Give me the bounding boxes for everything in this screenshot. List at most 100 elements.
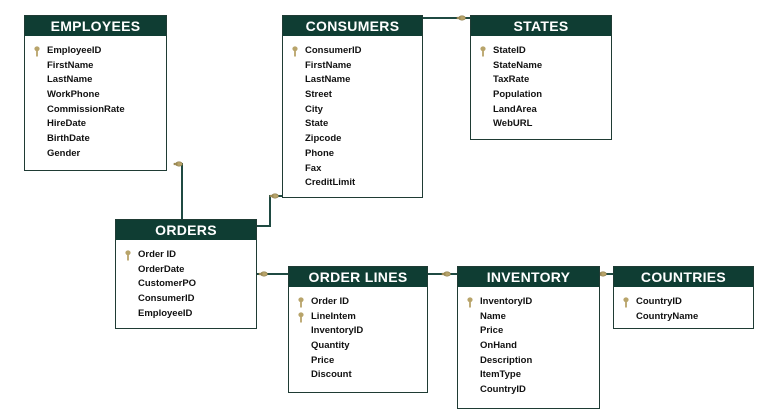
field[interactable]: HireDate	[25, 117, 166, 132]
field[interactable]: State	[283, 117, 422, 132]
field-name: LastName	[47, 74, 93, 86]
primary-key-field[interactable]: InventoryID	[458, 295, 599, 310]
table-title: CONSUMERS	[283, 16, 422, 36]
primary-key-icon	[467, 297, 473, 308]
field[interactable]: City	[283, 103, 422, 118]
field[interactable]: StateName	[471, 59, 611, 74]
field[interactable]: Phone	[283, 147, 422, 162]
field[interactable]: Description	[458, 354, 599, 369]
field[interactable]: InventoryID	[289, 324, 427, 339]
field[interactable]: Price	[458, 324, 599, 339]
field-name: LastName	[305, 74, 351, 86]
field-name: State	[305, 118, 329, 130]
field[interactable]: WebURL	[471, 117, 611, 132]
field-name: CreditLimit	[305, 177, 356, 189]
field-name: StateName	[493, 59, 543, 71]
field[interactable]: OnHand	[458, 339, 599, 354]
primary-key-field[interactable]: StateID	[471, 44, 611, 59]
field-name: EmployeeID	[138, 307, 193, 319]
field[interactable]: Fax	[283, 162, 422, 177]
field-name: HireDate	[47, 118, 87, 130]
field[interactable]: FirstName	[283, 59, 422, 74]
field[interactable]: CountryID	[458, 383, 599, 398]
field-name: LineIntem	[311, 310, 356, 322]
primary-key-field[interactable]: Order ID	[116, 248, 256, 263]
field-name: Order ID	[138, 249, 177, 260]
field-name: Population	[493, 89, 543, 101]
key-end-icon	[173, 161, 183, 167]
field-name: CountryID	[636, 296, 682, 307]
field[interactable]: ConsumerID	[116, 292, 256, 307]
primary-key-field[interactable]: ConsumerID	[283, 44, 422, 59]
primary-key-icon	[125, 250, 131, 261]
field-name: Fax	[305, 162, 322, 174]
field-name: EmployeeID	[47, 45, 102, 56]
field-name: Street	[305, 89, 332, 101]
field[interactable]: Quantity	[289, 339, 427, 354]
field[interactable]: CountryName	[614, 310, 753, 325]
table-title: ORDERS	[116, 220, 256, 240]
field[interactable]: BirthDate	[25, 132, 166, 147]
connector-consumers-orders	[257, 195, 282, 227]
table-title: ORDER LINES	[289, 267, 427, 287]
primary-key-field[interactable]: Order ID	[289, 295, 427, 310]
field-name: OrderDate	[138, 263, 185, 275]
field[interactable]: TaxRate	[471, 73, 611, 88]
field[interactable]: EmployeeID	[116, 307, 256, 322]
field-name: Name	[480, 310, 506, 322]
field[interactable]: Gender	[25, 147, 166, 162]
field[interactable]: Price	[289, 354, 427, 369]
key-end-icon	[269, 193, 279, 199]
field-name: LandArea	[493, 103, 537, 115]
field[interactable]: Discount	[289, 368, 427, 383]
field-name: OnHand	[480, 340, 517, 352]
table-title: EMPLOYEES	[25, 16, 166, 36]
field-name: Zipcode	[305, 133, 342, 145]
field[interactable]: WorkPhone	[25, 88, 166, 103]
field[interactable]: LastName	[283, 73, 422, 88]
field[interactable]: CreditLimit	[283, 176, 422, 191]
field[interactable]: Street	[283, 88, 422, 103]
table-title: STATES	[471, 16, 611, 36]
field-name: WebURL	[493, 118, 533, 130]
field-name: TaxRate	[493, 74, 530, 86]
key-end-icon	[258, 271, 268, 277]
field-list: CountryID CountryName	[614, 287, 753, 324]
primary-key-field[interactable]: LineIntem	[289, 310, 427, 325]
field[interactable]: FirstName	[25, 59, 166, 74]
field[interactable]: LandArea	[471, 103, 611, 118]
field[interactable]: Population	[471, 88, 611, 103]
primary-key-field[interactable]: EmployeeID	[25, 44, 166, 59]
primary-key-field[interactable]: CountryID	[614, 295, 753, 310]
key-end-icon	[441, 271, 451, 277]
primary-key-icon	[34, 46, 40, 57]
field[interactable]: ItemType	[458, 368, 599, 383]
field[interactable]: OrderDate	[116, 263, 256, 278]
field-name: FirstName	[305, 59, 352, 71]
primary-key-icon	[292, 46, 298, 57]
field-name: Description	[480, 354, 533, 366]
field[interactable]: CommissionRate	[25, 103, 166, 118]
field-name: ConsumerID	[138, 293, 195, 305]
field-name: ConsumerID	[305, 45, 362, 56]
field-name: FirstName	[47, 59, 94, 71]
field-name: Phone	[305, 147, 335, 159]
field[interactable]: CustomerPO	[116, 277, 256, 292]
field-name: BirthDate	[47, 133, 90, 145]
field[interactable]: Zipcode	[283, 132, 422, 147]
field-name: WorkPhone	[47, 89, 100, 101]
field-name: CustomerPO	[138, 278, 197, 290]
field[interactable]: Name	[458, 310, 599, 325]
field[interactable]: LastName	[25, 73, 166, 88]
